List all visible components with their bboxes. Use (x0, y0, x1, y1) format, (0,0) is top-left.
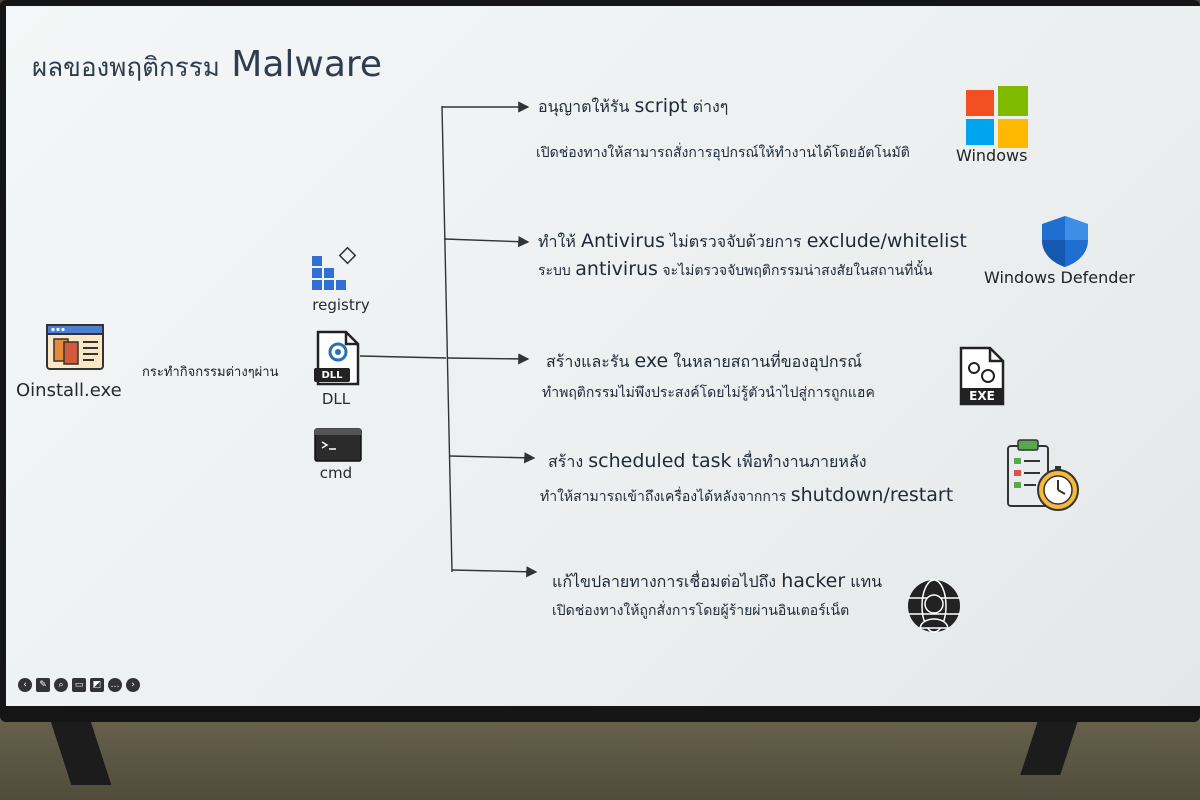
slide-screen: ผลของพฤติกรรม Malware Oinstall.exe กระทำ… (6, 6, 1200, 706)
arrow-3 (446, 353, 530, 365)
arrow-5 (451, 566, 538, 578)
exe-file-icon (959, 346, 1005, 406)
trunk-connector (359, 355, 447, 359)
camera-off-icon[interactable]: ◩ (90, 678, 104, 692)
previous-slide-icon[interactable]: ‹ (18, 678, 32, 692)
installer-window-icon (46, 324, 104, 370)
effect-3-line2: ทำพฤติกรรมไม่พึงประสงค์โดยไม่รู้ตัวนำไปส… (542, 385, 875, 401)
shield-icon (1042, 216, 1088, 267)
effect-4-line1: สร้าง scheduled task เพื่อทำงานภายหลัง (548, 450, 867, 472)
vertical-connector (441, 105, 453, 573)
arrow-4 (449, 452, 536, 464)
next-slide-icon[interactable]: › (126, 678, 140, 692)
pen-icon[interactable]: ✎ (36, 678, 50, 692)
zoom-icon[interactable]: ⌕ (54, 678, 68, 692)
title-english: Malware (231, 44, 383, 85)
tool-label-dll: DLL (321, 390, 351, 408)
connector-diagram (359, 101, 538, 578)
subtitles-icon[interactable]: ▭ (72, 678, 86, 692)
exe-badge: EXE (969, 389, 995, 403)
effect-3-line1: สร้างและรัน exe ในหลายสถานที่ของอุปกรณ์ (546, 350, 862, 372)
target-defender-label: Windows Defender (984, 268, 1135, 287)
via-label: กระทำกิจกรรมต่างๆผ่าน (142, 365, 279, 380)
cmd-terminal-icon (314, 428, 362, 462)
source-exe-label: Oinstall.exe (16, 380, 122, 401)
scheduled-task-clipboard-icon (1007, 439, 1079, 511)
effect-2-line2: ระบบ antivirus จะไม่ตรวจจับพฤติกรรมน่าสง… (538, 258, 933, 280)
effect-2-line1: ทำให้ Antivirus ไม่ตรวจจับด้วยการ exclud… (538, 230, 967, 252)
more-options-icon[interactable]: … (108, 678, 122, 692)
dll-badge: DLL (321, 370, 343, 381)
effect-1-line2: เปิดช่องทางให้สามารถสั่งการอุปกรณ์ให้ทำง… (536, 145, 910, 161)
effect-4-line2: ทำให้สามารถเข้าถึงเครื่องได้หลังจากการ s… (540, 484, 954, 506)
title-thai: ผลของพฤติกรรม (32, 53, 220, 83)
target-windows-label: Windows (956, 146, 1028, 165)
effect-1-line1: อนุญาตให้รัน script ต่างๆ (538, 95, 729, 117)
dll-file-icon (314, 330, 360, 386)
presentation-toolbar: ‹ ✎ ⌕ ▭ ◩ … › (18, 678, 140, 692)
registry-icon (312, 246, 357, 290)
tool-label-registry: registry (312, 296, 370, 314)
hacker-globe-icon (908, 579, 960, 633)
windows-logo-icon (966, 86, 1028, 148)
effect-5-line1: แก้ไขปลายทางการเชื่อมต่อไปถึง hacker แทน (552, 570, 883, 592)
slide-title: ผลของพฤติกรรม Malware (32, 44, 382, 88)
tool-label-cmd: cmd (319, 464, 353, 482)
effect-5-line2: เปิดช่องทางให้ถูกสั่งการโดยผู้ร้ายผ่านอิ… (552, 603, 850, 619)
arrow-2 (443, 236, 530, 248)
